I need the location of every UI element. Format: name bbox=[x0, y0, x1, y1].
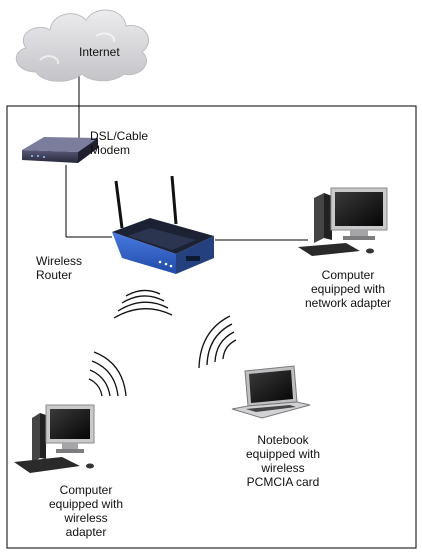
modem-label: DSL/Cable Modem bbox=[90, 129, 149, 157]
internet-label: Internet bbox=[79, 45, 120, 59]
wireless-computer-label: Computer equipped with wireless adapter bbox=[48, 483, 124, 539]
router-icon bbox=[112, 175, 214, 274]
cloud-icon bbox=[15, 9, 149, 82]
router-label: Wireless Router bbox=[36, 254, 83, 282]
wireless-desktop-computer-icon bbox=[14, 404, 95, 473]
notebook-wireless-waves-icon bbox=[198, 315, 237, 369]
wired-computer-label: Computer equipped with network adapter bbox=[304, 268, 392, 310]
notebook-label: Notebook equipped with wireless PCMCIA c… bbox=[245, 433, 321, 489]
router-wireless-waves-icon bbox=[113, 289, 173, 319]
computer-wireless-waves-icon bbox=[88, 351, 127, 397]
desktop-computer-icon bbox=[298, 187, 388, 256]
laptop-icon bbox=[231, 365, 311, 419]
network-boundary bbox=[6, 105, 417, 549]
modem-icon bbox=[22, 137, 98, 163]
